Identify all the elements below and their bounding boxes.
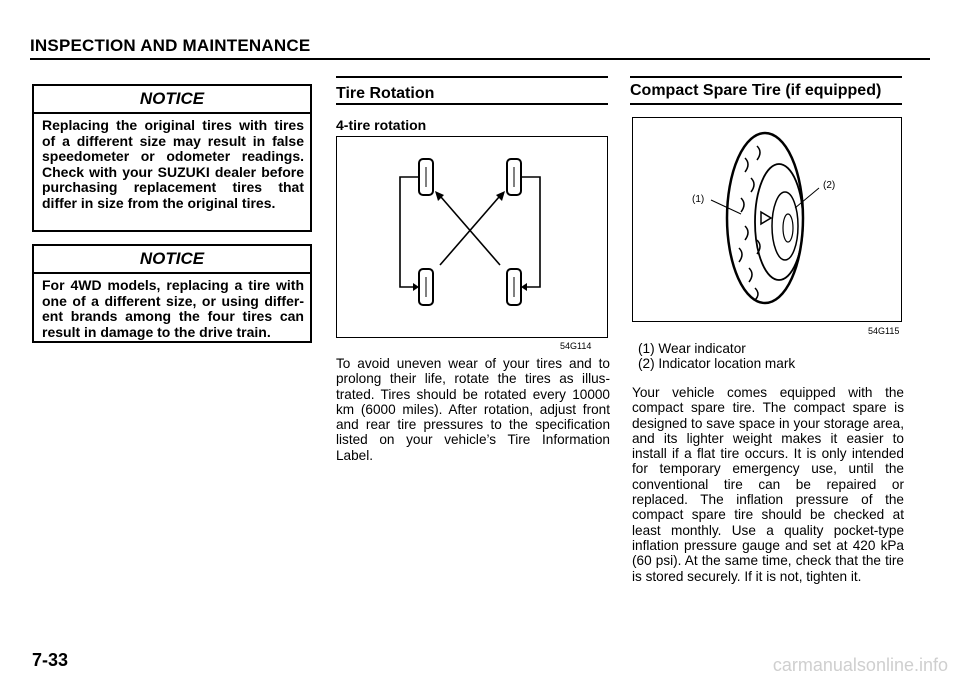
callout-line-2 [794, 187, 820, 209]
rotation-subtitle: 4-tire rotation [336, 117, 427, 133]
compact-spare-tire-figure: (1) (2) [632, 117, 902, 322]
tread-marks [738, 145, 761, 301]
section-rule [630, 76, 902, 78]
notice-body: For 4WD models, replacing a tire with on… [42, 277, 304, 340]
left-rotation-line [399, 176, 419, 288]
legend-indicator-mark: (2) Indicator location mark [638, 356, 796, 371]
spare-tire-svg: (1) (2) [692, 131, 835, 305]
notice-title: NOTICE [34, 246, 310, 274]
tire-rotation-title: Tire Rotation [336, 85, 435, 102]
indicator-location-mark [760, 210, 773, 226]
rotation-diagram-svg [399, 158, 541, 306]
page-number: 7-33 [32, 650, 69, 670]
spare-figure-code: 54G115 [868, 326, 900, 336]
header-rule [30, 58, 930, 60]
legend-wear-indicator: (1) Wear indicator [638, 341, 746, 356]
cross-line-2 [439, 196, 500, 266]
rotation-figure-code: 54G114 [560, 341, 592, 351]
section-heading: INSPECTION AND MAINTENANCE [30, 36, 311, 55]
tire-rotation-diagram [336, 136, 608, 338]
arrow-heads [413, 191, 527, 291]
notice-box-4wd: NOTICE For 4WD models, replacing a tire … [32, 244, 312, 343]
wheel-rim [771, 191, 799, 261]
section-rule [630, 103, 902, 105]
right-rotation-line [521, 176, 541, 288]
notice-box-tire-size: NOTICE Replacing the original tires with… [32, 84, 312, 232]
watermark: carmanualsonline.info [772, 655, 948, 675]
wheel-hub [782, 213, 794, 243]
section-rule [336, 103, 608, 105]
callout-label-1: (1) [692, 194, 704, 205]
callout-line-1 [710, 199, 742, 215]
tire-inner [754, 163, 804, 281]
notice-title: NOTICE [34, 86, 310, 114]
callout-label-2: (2) [823, 180, 835, 191]
compact-spare-paragraph: Your vehicle comes equipped with the com… [632, 385, 904, 584]
notice-body: Replacing the original tires with tires … [42, 117, 304, 211]
compact-spare-title: Compact Spare Tire (if equipped) [630, 82, 882, 99]
section-rule [336, 76, 608, 78]
rotation-paragraph: To avoid uneven wear of your tires and t… [336, 356, 610, 463]
